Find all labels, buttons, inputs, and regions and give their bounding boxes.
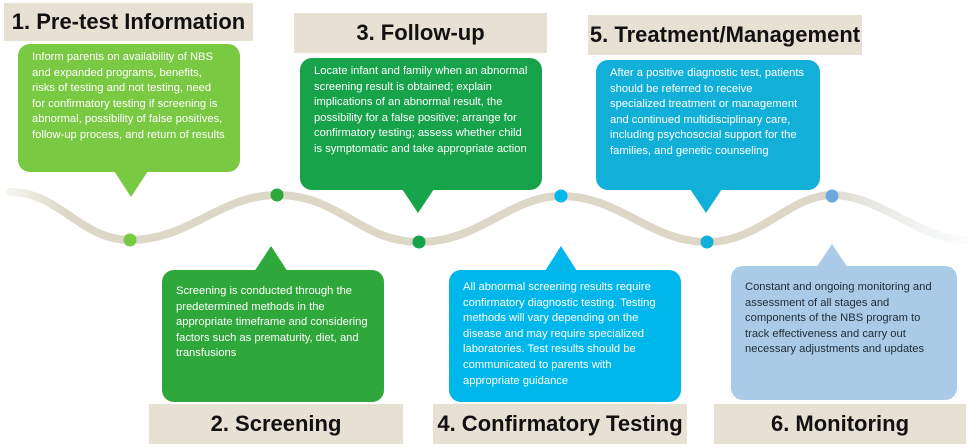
stage-2-text: Screening is conducted through the prede… [176, 285, 368, 360]
stage-4-node [554, 189, 568, 203]
stage-4-title: 4. Confirmatory Testing [433, 404, 687, 444]
stage-4-text: All abnormal screening results require c… [463, 281, 656, 387]
stage-4-pointer [545, 246, 577, 271]
stage-3-text: Locate infant and family when an abnorma… [314, 65, 528, 155]
stage-6-node [825, 189, 839, 203]
stage-6-title: 6. Monitoring [714, 404, 966, 444]
stage-5-title: 5. Treatment/Management [588, 15, 862, 55]
stage-4-bubble: All abnormal screening results require c… [449, 270, 681, 402]
stage-1-node [123, 233, 137, 247]
stage-2-pointer [254, 246, 288, 272]
stage-1-pointer [114, 171, 148, 197]
stage-3-title: 3. Follow-up [294, 13, 547, 53]
stage-3-node [412, 235, 426, 249]
stage-5-pointer [690, 189, 722, 213]
stage-6-bubble: Constant and ongoing monitoring and asse… [731, 266, 957, 400]
stage-5-bubble: After a positive diagnostic test, patien… [596, 60, 820, 190]
stage-6-text: Constant and ongoing monitoring and asse… [745, 281, 932, 356]
stage-1-bubble: Inform parents on availability of NBS an… [18, 44, 240, 172]
stage-2-title: 2. Screening [149, 404, 403, 444]
timeline-path [6, 188, 969, 247]
stage-1-text: Inform parents on availability of NBS an… [32, 51, 225, 141]
stage-3-bubble: Locate infant and family when an abnorma… [300, 58, 542, 190]
stage-1-title: 1. Pre-test Information [4, 3, 253, 41]
stage-5-text: After a positive diagnostic test, patien… [610, 67, 805, 157]
stage-2-node [270, 188, 284, 202]
stage-5-node [700, 235, 714, 249]
stage-3-pointer [402, 189, 434, 213]
stage-2-bubble: Screening is conducted through the prede… [162, 270, 384, 402]
stage-6-pointer [816, 244, 848, 268]
